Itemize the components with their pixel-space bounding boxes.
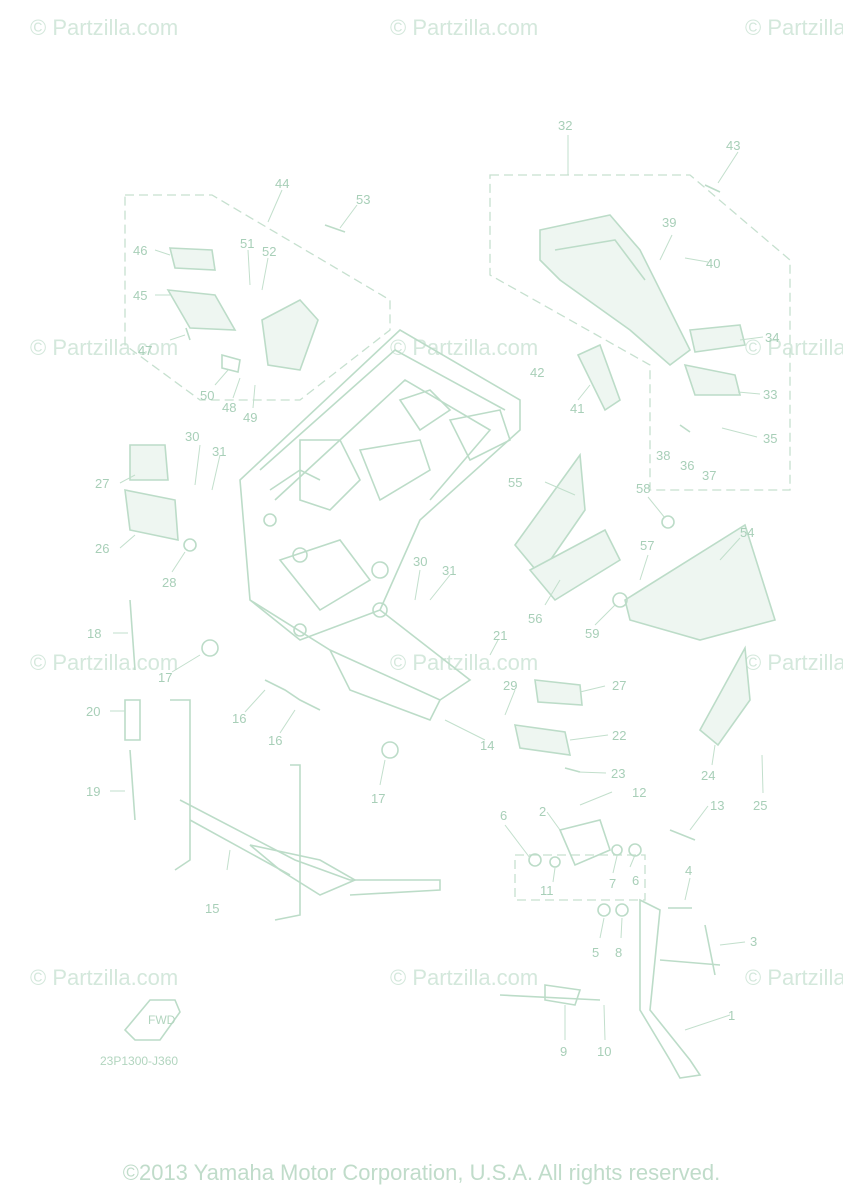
- callout-33: 33: [763, 387, 777, 402]
- watermark: © Partzilla.com: [745, 15, 843, 40]
- callout-27: 27: [95, 476, 109, 491]
- callout-46: 46: [133, 243, 147, 258]
- callout-36: 36: [680, 458, 694, 473]
- watermark: © Partzilla.com: [30, 15, 178, 40]
- side-covers: [513, 452, 777, 747]
- callout-16b: 16: [268, 733, 282, 748]
- callout-6b: 6: [632, 873, 639, 888]
- callout-25: 25: [753, 798, 767, 813]
- copyright-notice: ©2013 Yamaha Motor Corporation, U.S.A. A…: [122, 1160, 721, 1185]
- callout-54: 54: [740, 525, 754, 540]
- callout-29: 29: [503, 678, 517, 693]
- callout-55: 55: [508, 475, 522, 490]
- callout-24: 24: [701, 768, 715, 783]
- front-footrest-left: [124, 444, 197, 552]
- callout-26: 26: [95, 541, 109, 556]
- watermark: © Partzilla.com: [390, 335, 538, 360]
- callout-6: 6: [500, 808, 507, 823]
- leader-lines: [110, 135, 764, 1041]
- watermark: © Partzilla.com: [390, 965, 538, 990]
- callout-37: 37: [702, 468, 716, 483]
- callout-16: 16: [232, 711, 246, 726]
- callout-12: 12: [632, 785, 646, 800]
- fwd-label: FWD: [148, 1013, 176, 1027]
- fwd-indicator: FWD: [123, 999, 181, 1041]
- callout-47: 47: [138, 343, 152, 358]
- callout-41: 41: [570, 401, 584, 416]
- callout-17: 17: [158, 670, 172, 685]
- callout-23: 23: [611, 766, 625, 781]
- watermark: © Partzilla.com: [745, 965, 843, 990]
- callout-44: 44: [275, 176, 289, 191]
- callout-15: 15: [205, 901, 219, 916]
- callout-21: 21: [493, 628, 507, 643]
- callout-27b: 27: [612, 678, 626, 693]
- side-stand: [499, 819, 721, 1079]
- callout-14: 14: [480, 738, 494, 753]
- callout-48: 48: [222, 400, 236, 415]
- callout-57: 57: [640, 538, 654, 553]
- callout-59: 59: [585, 626, 599, 641]
- callout-45: 45: [133, 288, 147, 303]
- callout-labels: 1 2 3 4 5 6 6 7 8 9 10 11 12 13 14 15 16…: [86, 118, 779, 1059]
- callout-43: 43: [726, 138, 740, 153]
- callout-11: 11: [540, 883, 554, 898]
- callout-34: 34: [765, 330, 779, 345]
- callout-17b: 17: [371, 791, 385, 806]
- group-box-sidestand: [514, 854, 646, 901]
- callout-32: 32: [558, 118, 572, 133]
- callout-40: 40: [706, 256, 720, 271]
- callout-28: 28: [162, 575, 176, 590]
- callout-35: 35: [763, 431, 777, 446]
- front-footrest-right: [513, 679, 583, 773]
- callout-1: 1: [728, 1008, 735, 1023]
- watermark-layer: © Partzilla.com © Partzilla.com © Partzi…: [30, 15, 843, 990]
- callout-3: 3: [750, 934, 757, 949]
- watermark: © Partzilla.com: [390, 650, 538, 675]
- callout-56: 56: [528, 611, 542, 626]
- watermark: © Partzilla.com: [30, 335, 178, 360]
- rear-footrest-bracket-right: [539, 184, 746, 433]
- callout-20: 20: [86, 704, 100, 719]
- diagram-code: 23P1300-J360: [100, 1054, 178, 1068]
- callout-19: 19: [86, 784, 100, 799]
- callout-58: 58: [636, 481, 650, 496]
- watermark: © Partzilla.com: [30, 650, 178, 675]
- group-box-32: [489, 174, 791, 491]
- callout-51: 51: [240, 236, 254, 251]
- callout-7: 7: [609, 876, 616, 891]
- callout-42: 42: [530, 365, 544, 380]
- callout-13: 13: [710, 798, 724, 813]
- callout-38: 38: [656, 448, 670, 463]
- center-stand: [124, 599, 441, 921]
- watermark: © Partzilla.com: [30, 965, 178, 990]
- group-boxes: [124, 174, 791, 901]
- callout-8: 8: [615, 945, 622, 960]
- callout-53: 53: [356, 192, 370, 207]
- callout-30: 30: [185, 429, 199, 444]
- callout-22: 22: [612, 728, 626, 743]
- callout-31: 31: [212, 444, 226, 459]
- callout-4: 4: [685, 863, 692, 878]
- callout-49: 49: [243, 410, 257, 425]
- callout-31b: 31: [442, 563, 456, 578]
- callout-50: 50: [200, 388, 214, 403]
- watermark: © Partzilla.com: [390, 15, 538, 40]
- callout-10: 10: [597, 1044, 611, 1059]
- callout-30b: 30: [413, 554, 427, 569]
- callout-18: 18: [87, 626, 101, 641]
- callout-52: 52: [262, 244, 276, 259]
- callout-2: 2: [539, 804, 546, 819]
- watermark: © Partzilla.com: [745, 650, 843, 675]
- main-frame: [239, 329, 521, 722]
- rear-footrest-bracket-left: [166, 224, 346, 373]
- group-box-44: [124, 194, 391, 401]
- callout-5: 5: [592, 945, 599, 960]
- callout-39: 39: [662, 215, 676, 230]
- callout-9: 9: [560, 1044, 567, 1059]
- watermark: © Partzilla.com: [745, 335, 843, 360]
